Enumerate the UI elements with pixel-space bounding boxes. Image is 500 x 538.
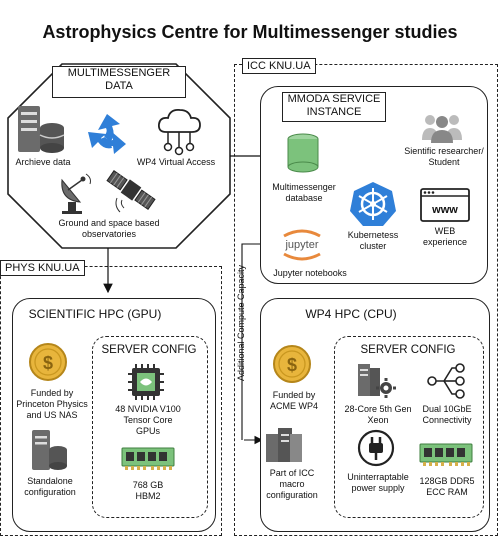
wp4-access-label: WP4 Virtual Access [136,157,216,167]
scientific-hpc-panel [12,298,216,532]
cpu-server-icon [358,364,396,398]
sci-funded-line3: and US NAS [26,410,78,420]
svg-text:$: $ [43,353,53,373]
database-line2: database [285,193,323,203]
standalone-server-icon [32,430,67,470]
ddr5-line2: ECC RAM [426,487,468,497]
sci-server-config-title: SERVER CONFIG [101,344,197,356]
gpu-line2: Tensor Core [123,415,173,425]
power-plug-icon [357,429,395,467]
wp4-funded-line1: Funded by [272,390,316,400]
jupyter-label: Jupyter notebooks [273,268,347,278]
phys-region-tag: PHYS KNU.UA [0,260,85,276]
researcher-line1: Sientific researcher/ [404,146,484,156]
archive-server-icon [18,106,65,153]
phys-region [0,266,222,536]
icc-part-line1: Part of ICC [269,468,315,478]
cloud-network-icon [157,109,201,156]
network-line1: Dual 10GbE [422,404,472,414]
mmoda-label-line1: MMODA SERVICE [287,93,381,105]
standalone-line2: configuration [24,487,76,497]
gpu-label: 48 NVIDIA V100 Tensor Core GPUs [98,404,198,437]
researcher-line2: Student [428,157,460,167]
wp4-server-config-title: SERVER CONFIG [360,344,456,356]
ups-line1: Uninterraptable [347,472,409,482]
mmoda-label: MMODA SERVICE INSTANCE [282,92,386,122]
gpu-line1: 48 NVIDIA V100 [115,404,181,414]
cpu-line2: Xeon [367,415,389,425]
multimessenger-label-line2: DATA [105,80,133,92]
wp4-dollar-coin-icon: $ [273,345,311,383]
standalone-label: Standalone configuration [12,476,88,498]
browser-icon: www [420,188,470,222]
icc-servers-icon [266,428,302,462]
jupyter-text: jupyter [284,239,318,251]
dollar-coin-icon: $ [29,343,67,381]
database-label: Multimessenger database [264,182,344,204]
page-title: Astrophysics Centre for Multimessenger s… [42,22,458,42]
network-label: Dual 10GbE Connectivity [414,404,480,426]
cpu-label: 28-Core 5th Gen Xeon [336,404,420,426]
hbm-label: 768 GB HBM2 [110,480,186,502]
hbm-line1: 768 GB [132,480,164,490]
kubernetes-line1: Kubernetess [347,230,399,240]
archive-data-label: Archieve data [15,157,71,167]
sci-funded-line2: Princeton Physics [16,399,88,409]
wp4-funded-label: Funded by ACME WP4 [262,390,326,412]
observatories-line2: observatories [81,229,137,239]
icc-region-tag: ICC KNU.UA [242,58,316,74]
memory-module-icon [121,447,175,470]
satellite-icon [106,170,156,213]
cpu-line1: 28-Core 5th Gen [344,404,412,414]
kubernetes-line2: cluster [359,241,387,251]
multimessenger-label: MULTIMESSENGER DATA [52,66,186,98]
mmoda-label-line2: INSTANCE [306,106,362,118]
ddr5-memory-icon [419,443,473,466]
scientific-hpc-title: SCIENTIFIC HPC (GPU) [22,308,168,324]
standalone-line1: Standalone [27,476,73,486]
svg-text:$: $ [287,355,297,375]
icc-part-line2: macro [279,479,305,489]
www-text: www [431,204,458,216]
jupyter-logo-icon: jupyter [283,229,321,261]
ddr5-label: 128GB DDR5 ECC RAM [412,476,482,498]
gpu-line3: GPUs [135,426,160,436]
sci-server-config-box [92,336,208,518]
icc-part-line3: configuration [266,490,318,500]
satellite-dish-icon [61,173,91,214]
wp4-hpc-panel [260,298,490,532]
icc-part-label: Part of ICC macro configuration [258,468,326,501]
web-line2: experience [422,237,468,247]
database-line1: Multimessenger [272,182,336,192]
ddr5-line1: 128GB DDR5 [419,476,475,486]
hbm-line2: HBM2 [135,491,161,501]
additional-compute-label: Additional Compute Capacity [236,264,246,382]
observatories-line1: Ground and space based [58,218,160,228]
ups-line2: power supply [351,483,405,493]
network-icon [427,363,465,399]
researcher-label: Sientific researcher/ Student [396,146,492,168]
wp4-hpc-title: WP4 HPC (CPU) [296,308,406,324]
icc-region [234,64,498,536]
multimessenger-label-line1: MULTIMESSENGER [67,67,171,79]
web-line1: WEB [434,226,456,236]
kubernetes-icon [350,182,396,226]
sci-funded-line1: Funded by [30,388,74,398]
web-label: WEB experience [410,226,480,248]
wp4-funded-line2: ACME WP4 [269,401,318,411]
sci-funded-label: Funded by Princeton Physics and US NAS [12,388,92,421]
database-icon [287,133,319,173]
kubernetes-label: Kubernetess cluster [334,230,412,252]
ups-label: Uninterraptable power supply [338,472,418,494]
recycle-icon [88,114,126,154]
wp4-server-config-box [334,336,484,518]
observatories-label: Ground and space based observatories [44,218,174,240]
users-icon [422,115,462,143]
network-line2: Connectivity [422,415,472,425]
gpu-chip-icon [128,364,164,400]
